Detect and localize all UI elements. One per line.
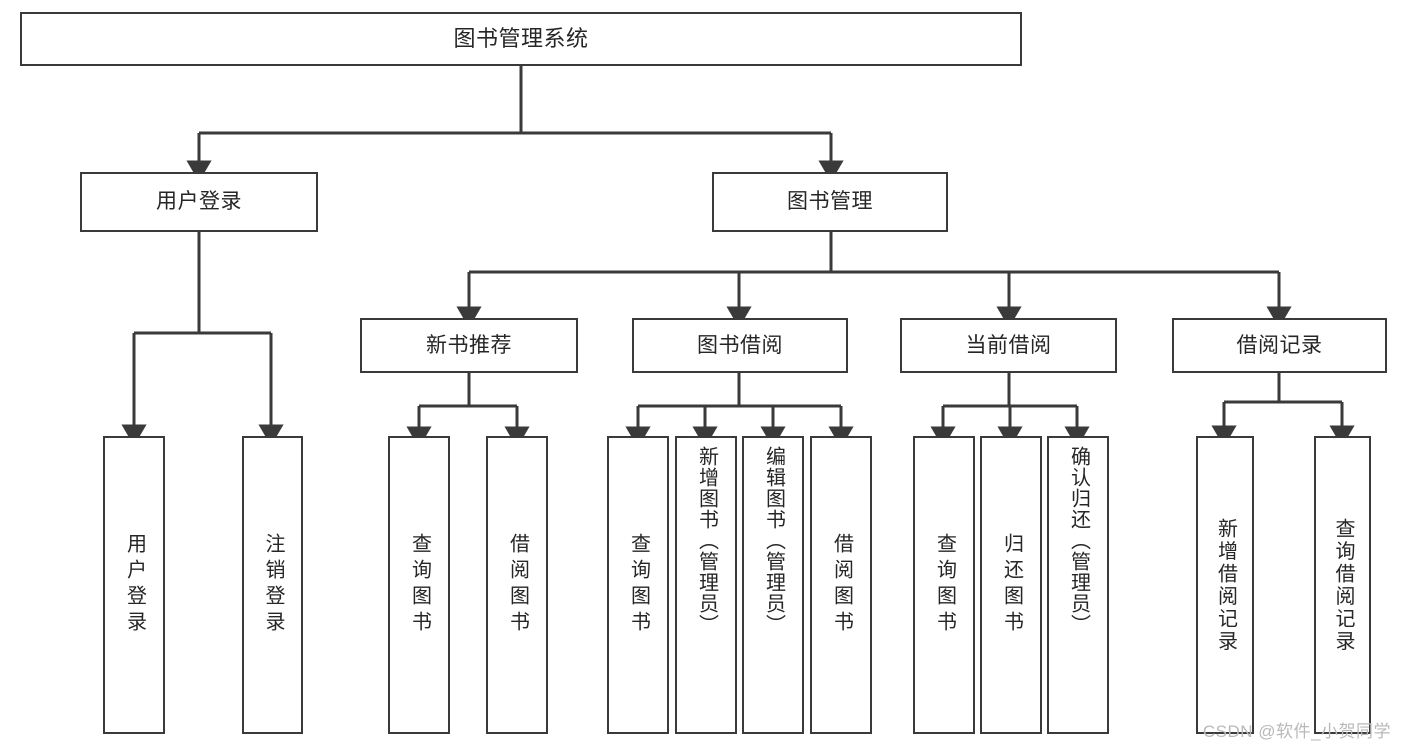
leaf-new-book-borrow[interactable]: 借阅图书: [486, 436, 548, 734]
node-label: 查询图书: [933, 533, 956, 637]
node-label: 查询借阅记录: [1332, 517, 1354, 653]
leaf-user-login-signin[interactable]: 用户登录: [103, 436, 165, 734]
node-label: 当前借阅: [965, 333, 1052, 357]
node-label: 用户登录: [156, 190, 242, 214]
node-label: 新增图书（管理员）: [695, 446, 718, 635]
node-label: 借阅图书: [506, 533, 529, 637]
node-current-borrow[interactable]: 当前借阅: [900, 318, 1117, 373]
leaf-record-query-record[interactable]: 查询借阅记录: [1314, 436, 1371, 734]
csdn-watermark: CSDN @软件_小贺同学: [1202, 722, 1391, 741]
node-label: 注销登录: [262, 533, 284, 637]
leaf-record-add-record[interactable]: 新增借阅记录: [1196, 436, 1254, 734]
node-book-borrow[interactable]: 图书借阅: [632, 318, 848, 373]
leaf-current-return-book[interactable]: 归还图书: [980, 436, 1042, 734]
node-label: 借阅记录: [1236, 333, 1323, 357]
leaf-current-query-book[interactable]: 查询图书: [913, 436, 975, 734]
node-borrow-record[interactable]: 借阅记录: [1172, 318, 1387, 373]
leaf-borrow-add-book-admin[interactable]: 新增图书（管理员）: [675, 436, 737, 734]
leaf-borrow-edit-book-admin[interactable]: 编辑图书（管理员）: [742, 436, 804, 734]
node-label: 查询图书: [627, 533, 650, 637]
node-label: 编辑图书（管理员）: [762, 446, 785, 635]
node-root-system[interactable]: 图书管理系统: [20, 12, 1022, 66]
leaf-current-confirm-return-admin[interactable]: 确认归还（管理员）: [1047, 436, 1109, 734]
node-book-management[interactable]: 图书管理: [712, 172, 948, 232]
node-user-login[interactable]: 用户登录: [80, 172, 318, 232]
node-new-book-recommend[interactable]: 新书推荐: [360, 318, 578, 373]
node-label: 图书借阅: [697, 333, 783, 357]
node-label: 新增借阅记录: [1214, 517, 1237, 653]
node-label: 图书管理系统: [453, 25, 589, 51]
node-label: 借阅图书: [830, 533, 853, 637]
node-label: 图书管理: [787, 190, 873, 214]
node-label: 归还图书: [1000, 533, 1023, 637]
node-label: 查询图书: [408, 533, 431, 637]
leaf-user-login-signout[interactable]: 注销登录: [242, 436, 303, 734]
leaf-new-book-query[interactable]: 查询图书: [388, 436, 450, 734]
leaf-borrow-borrow-book[interactable]: 借阅图书: [810, 436, 872, 734]
node-label: 新书推荐: [426, 333, 512, 357]
leaf-borrow-query-book[interactable]: 查询图书: [607, 436, 669, 734]
node-label: 用户登录: [123, 533, 146, 637]
node-label: 确认归还（管理员）: [1067, 446, 1090, 635]
